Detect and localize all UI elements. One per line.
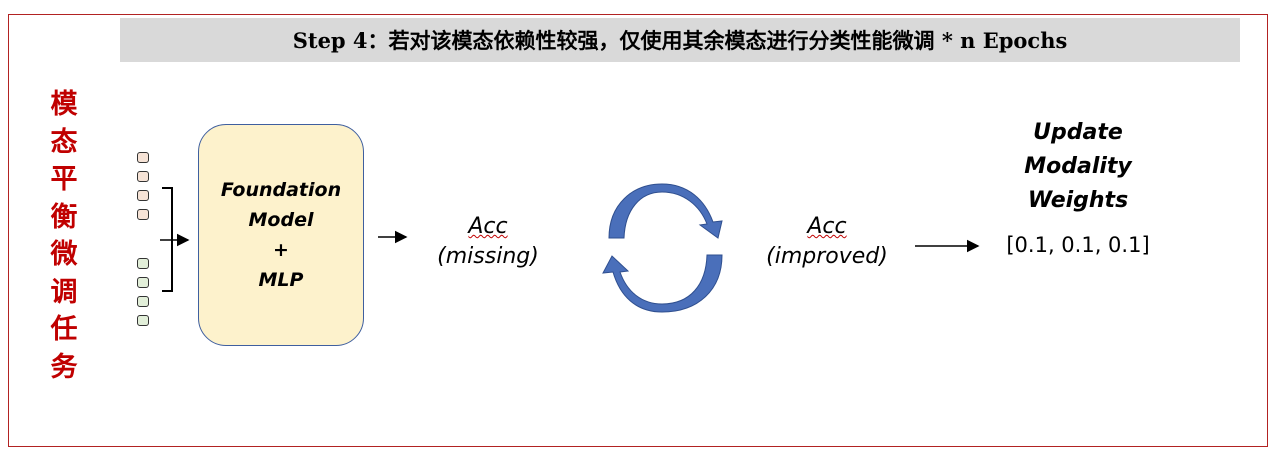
token-modality-b bbox=[137, 315, 149, 326]
foundation-model-box: Foundation Model + MLP bbox=[198, 124, 364, 346]
update-text: Modality bbox=[1024, 154, 1132, 179]
acc-missing-label: Acc (missing) bbox=[418, 212, 558, 272]
side-label: 模 态 平 衡 微 调 任 务 bbox=[46, 86, 82, 386]
cycle-arrow-top bbox=[608, 183, 723, 239]
acc-text: Acc bbox=[468, 214, 508, 239]
model-label: Model bbox=[248, 209, 314, 231]
update-weights-label: Update Modality Weights bbox=[998, 116, 1158, 218]
update-text: Update bbox=[1033, 120, 1123, 145]
side-char: 平 bbox=[50, 164, 78, 195]
model-label: + bbox=[273, 239, 289, 261]
acc-sub: (improved) bbox=[766, 244, 888, 269]
side-char: 衡 bbox=[50, 201, 78, 233]
token-modality-b bbox=[137, 258, 149, 269]
side-char: 模 bbox=[50, 89, 78, 120]
model-label: MLP bbox=[258, 269, 304, 291]
token-modality-a bbox=[137, 152, 149, 163]
model-label: Foundation bbox=[220, 179, 342, 201]
side-char: 任 bbox=[50, 314, 78, 345]
token-modality-a bbox=[137, 171, 149, 182]
acc-text: Acc bbox=[807, 214, 847, 239]
cycle-arrow-bottom bbox=[602, 254, 723, 313]
update-text: Weights bbox=[1027, 188, 1129, 213]
outer-frame bbox=[8, 14, 1268, 447]
side-char: 务 bbox=[50, 351, 78, 383]
token-modality-b bbox=[137, 277, 149, 288]
side-char: 微 bbox=[50, 239, 78, 270]
side-char: 调 bbox=[50, 276, 78, 308]
step-title: Step 4：若对该模态依赖性较强，仅使用其余模态进行分类性能微调 * n Ep… bbox=[120, 18, 1240, 62]
side-char: 态 bbox=[50, 126, 78, 158]
token-modality-a bbox=[137, 209, 149, 220]
token-modality-b bbox=[137, 296, 149, 307]
weights-value: [0.1, 0.1, 0.1] bbox=[1006, 233, 1150, 257]
token-modality-a bbox=[137, 190, 149, 201]
acc-improved-label: Acc (improved) bbox=[752, 212, 902, 272]
acc-sub: (missing) bbox=[437, 244, 539, 269]
